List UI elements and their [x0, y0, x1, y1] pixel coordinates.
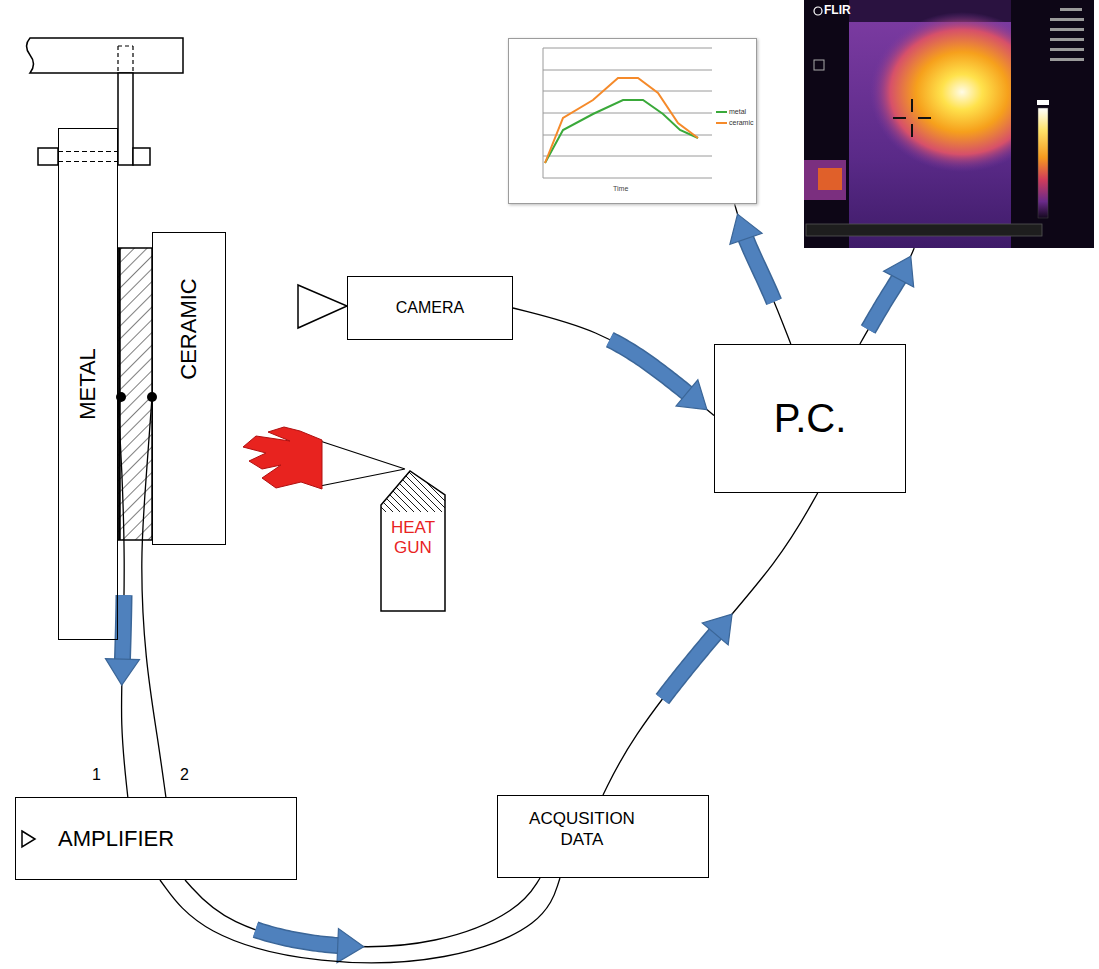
legend-item: metal: [716, 108, 746, 115]
metal-bar: METAL: [58, 128, 118, 640]
clamp-piece: [38, 148, 58, 165]
thermal-side-object: [818, 168, 842, 190]
device-name: P.C.: [774, 396, 847, 441]
chart-gridlines: [543, 48, 712, 178]
thermal-side-object: [804, 160, 846, 200]
device-name: HEAT GUN: [383, 518, 443, 559]
metal-curve: [545, 100, 698, 163]
clamp-piece: [133, 148, 150, 165]
flow-arrow-shaft: [255, 930, 340, 946]
amplifier-symbol: [22, 831, 35, 847]
wire-number: 2: [180, 766, 189, 784]
camera-brand: FLIR: [824, 3, 851, 17]
ceramic-block: CERAMIC: [152, 232, 226, 545]
temperature-chart: Time: [508, 38, 757, 204]
crosshair: [893, 99, 931, 137]
hot-spot: [870, 12, 1011, 172]
flow-arrow-outline: [868, 277, 900, 330]
flow-arrow-shaft: [610, 340, 689, 395]
wire-line: [603, 493, 818, 795]
amplifier-box: AMPLIFIER: [15, 797, 297, 880]
readout-marks: [1050, 8, 1084, 61]
wire-line: [142, 397, 166, 797]
wire-connector: [603, 493, 818, 795]
heat-gun-hatching: [380, 470, 446, 514]
flow-arrow-head: [337, 929, 364, 963]
hidden-rod-line: [118, 46, 133, 73]
support-bar: [27, 38, 184, 73]
flow-arrow-shaft: [662, 632, 717, 700]
axis-label: Time: [613, 185, 628, 192]
flow-arrow-shaft: [745, 236, 774, 302]
legend-line-sample: [716, 109, 727, 115]
device-name: AMPLIFIER: [58, 826, 174, 852]
support-rod: [118, 73, 133, 165]
legend-item: ceramic: [716, 119, 754, 126]
legend-text: metal: [729, 108, 746, 115]
wire-connector: [142, 397, 166, 797]
camera-lens-symbol: [298, 285, 347, 328]
status-bar: [806, 224, 1042, 236]
device-name: CAMERA: [396, 299, 464, 317]
pc-box: P.C.: [714, 344, 906, 493]
wire-line: [160, 878, 560, 963]
part-name: METAL: [75, 348, 101, 420]
temperature-scale-bar: [1038, 108, 1048, 218]
flame: [243, 427, 322, 489]
thermal-ground: [804, 0, 1094, 248]
heat-gun: HEAT GUN: [380, 470, 446, 612]
wire-connector: [160, 878, 560, 963]
wire-line: [118, 397, 128, 797]
ceramic-curve: [545, 78, 698, 163]
brand-icon: [814, 7, 822, 15]
camera-box: CAMERA: [347, 276, 513, 340]
flow-arrow-outline: [255, 930, 340, 946]
wire-connector: [730, 204, 791, 344]
hidden-clamp-line: [58, 152, 118, 162]
flow-arrow-shaft: [122, 595, 124, 662]
heat-jet-line: [320, 441, 405, 486]
flow-arrow-shaft: [868, 277, 900, 330]
scale-marker: [1037, 100, 1049, 105]
flow-arrow-head: [702, 614, 732, 645]
wire-connector: [860, 248, 914, 344]
flow-arrow-outline: [610, 340, 689, 395]
part-name: CERAMIC: [176, 278, 202, 379]
chart-ground: [508, 38, 757, 204]
flow-arrow-head: [884, 256, 914, 287]
flow-arrow-head: [676, 380, 707, 410]
wire-connector: [105, 397, 139, 797]
flow-arrow-outline: [745, 236, 774, 302]
wire-connector: [185, 878, 540, 963]
screen-icon: [814, 60, 824, 70]
thermal-image: FLIR: [804, 0, 1094, 248]
wire-line: [860, 248, 914, 344]
device-name: ACQUSITION DATA: [512, 808, 652, 851]
wire-line: [185, 878, 540, 947]
flow-arrow-outline: [662, 632, 717, 700]
legend-line-sample: [716, 120, 727, 126]
wire-number: 1: [92, 766, 101, 784]
acquisition-box: ACQUSITION DATA: [497, 795, 709, 878]
wire-connector: [513, 308, 714, 416]
flow-arrow-outline: [122, 595, 124, 662]
flow-arrow-head: [105, 659, 139, 685]
wire-line: [513, 308, 714, 416]
flow-arrow-head: [730, 214, 762, 244]
legend-text: ceramic: [729, 119, 754, 126]
